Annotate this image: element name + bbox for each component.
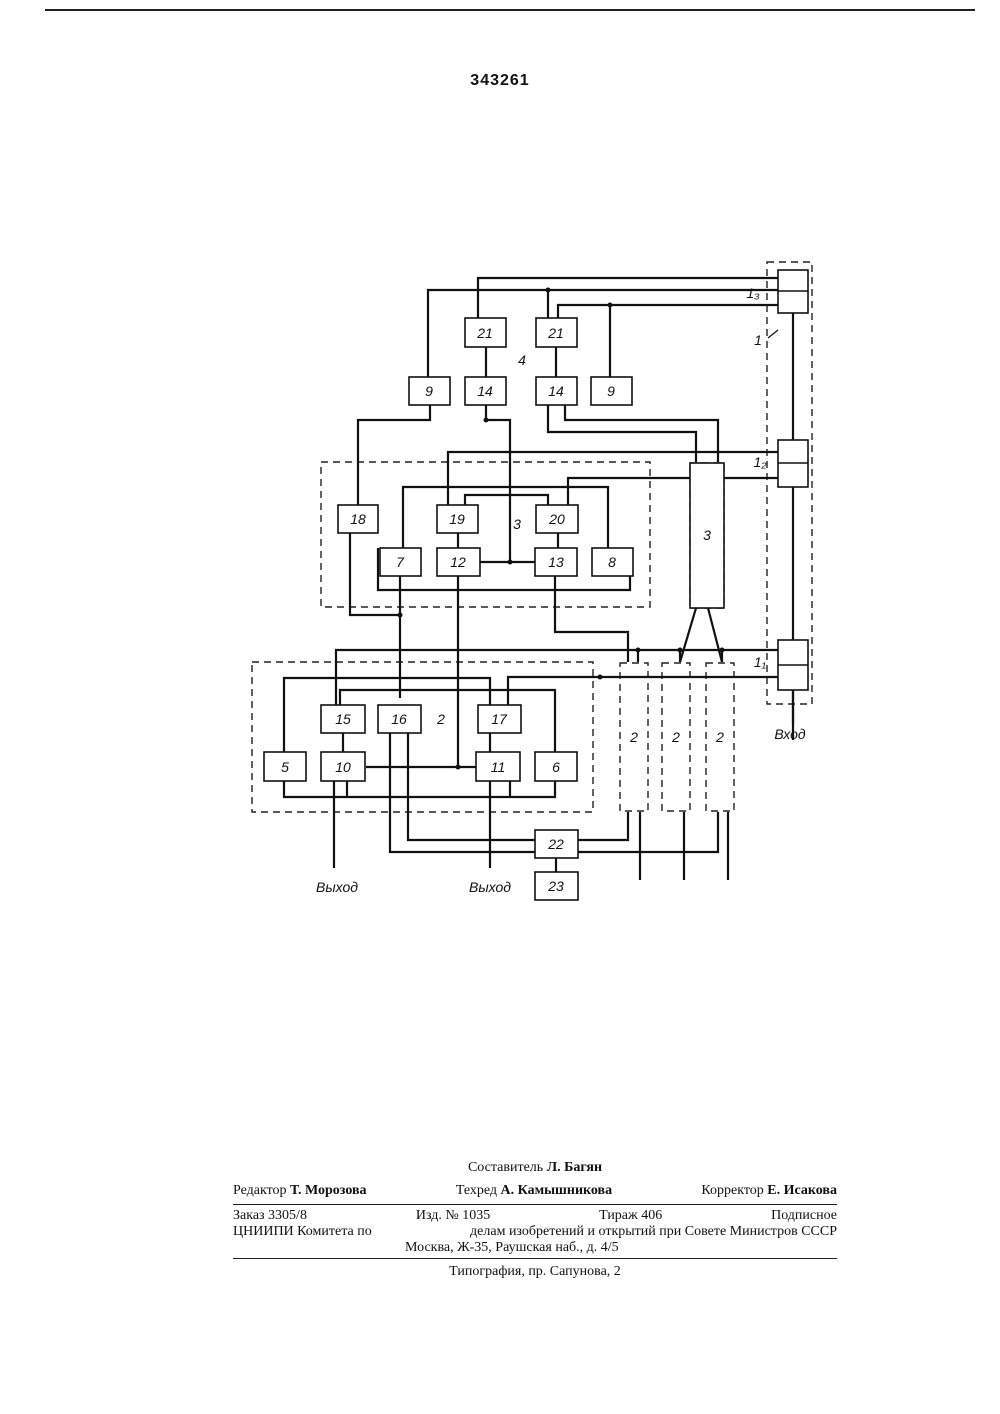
register-label-1-3: 1₃ <box>746 285 760 301</box>
label-14b: 14 <box>548 383 564 399</box>
org-line-left: ЦНИИПИ Комитета по <box>233 1224 372 1240</box>
register-label-1-1: 1₁ <box>754 654 767 670</box>
label-21a: 21 <box>476 325 493 341</box>
label-18: 18 <box>350 511 366 527</box>
label-19: 19 <box>449 511 465 527</box>
label-12: 12 <box>450 554 466 570</box>
label-9a: 9 <box>425 383 433 399</box>
credits-line: Редактор Т. Морозова Техред А. Камышнико… <box>233 1183 837 1199</box>
tech-editor-name: А. Камышникова <box>501 1183 613 1198</box>
label-3-block: 3 <box>703 527 711 543</box>
subscription: Подписное <box>771 1208 837 1224</box>
publication-block: Заказ 3305/8 Изд. № 1035 Тираж 406 Подпи… <box>233 1208 837 1256</box>
group-label-4: 4 <box>518 352 526 368</box>
group-frame-2 <box>252 662 593 812</box>
editor-name: Т. Морозова <box>290 1183 367 1198</box>
issue-number: Изд. № 1035 <box>416 1208 490 1224</box>
footer-rule-top <box>233 1204 837 1205</box>
label-6: 6 <box>552 759 560 775</box>
label-7: 7 <box>396 554 405 570</box>
label-22: 22 <box>547 836 564 852</box>
register-label-1-2: 1₂ <box>753 454 767 470</box>
label-21b: 21 <box>547 325 564 341</box>
group-label-3: 3 <box>513 516 521 532</box>
circulation: Тираж 406 <box>599 1208 662 1224</box>
label-17: 17 <box>491 711 508 727</box>
editor-role: Редактор <box>233 1183 287 1198</box>
address: Москва, Ж-35, Раушская наб., д. 4/5 <box>233 1240 837 1256</box>
label-2c: 2 <box>715 729 724 745</box>
output-label-right: Выход <box>469 879 511 895</box>
label-15: 15 <box>335 711 351 727</box>
compiler-role: Составитель <box>468 1160 543 1175</box>
label-23: 23 <box>547 878 564 894</box>
compiler-name: Л. Багян <box>547 1160 602 1175</box>
printer: Типография, пр. Сапунова, 2 <box>233 1264 837 1280</box>
label-5: 5 <box>281 759 289 775</box>
label-9b: 9 <box>607 383 615 399</box>
label-10: 10 <box>335 759 351 775</box>
label-20: 20 <box>548 511 565 527</box>
register-label-1: 1 <box>754 332 762 348</box>
group-label-2: 2 <box>436 711 445 727</box>
label-11: 11 <box>491 759 506 775</box>
label-14a: 14 <box>477 383 493 399</box>
org-line-right: делам изобретений и открытий при Совете … <box>470 1224 837 1240</box>
input-label: Вход <box>774 726 806 742</box>
label-16: 16 <box>391 711 407 727</box>
label-2b: 2 <box>671 729 680 745</box>
group-frame-3 <box>321 462 650 607</box>
tech-editor-role: Техред <box>456 1183 497 1198</box>
footer-rule-bottom <box>233 1258 837 1259</box>
label-2a: 2 <box>629 729 638 745</box>
compiler-line: Составитель Л. Багян <box>233 1160 837 1176</box>
order-number: Заказ 3305/8 <box>233 1208 307 1224</box>
label-13: 13 <box>548 554 564 570</box>
label-8: 8 <box>608 554 616 570</box>
proofreader-role: Корректор <box>701 1183 763 1198</box>
proofreader-name: Е. Исакова <box>767 1183 837 1198</box>
output-label-left: Выход <box>316 879 358 895</box>
